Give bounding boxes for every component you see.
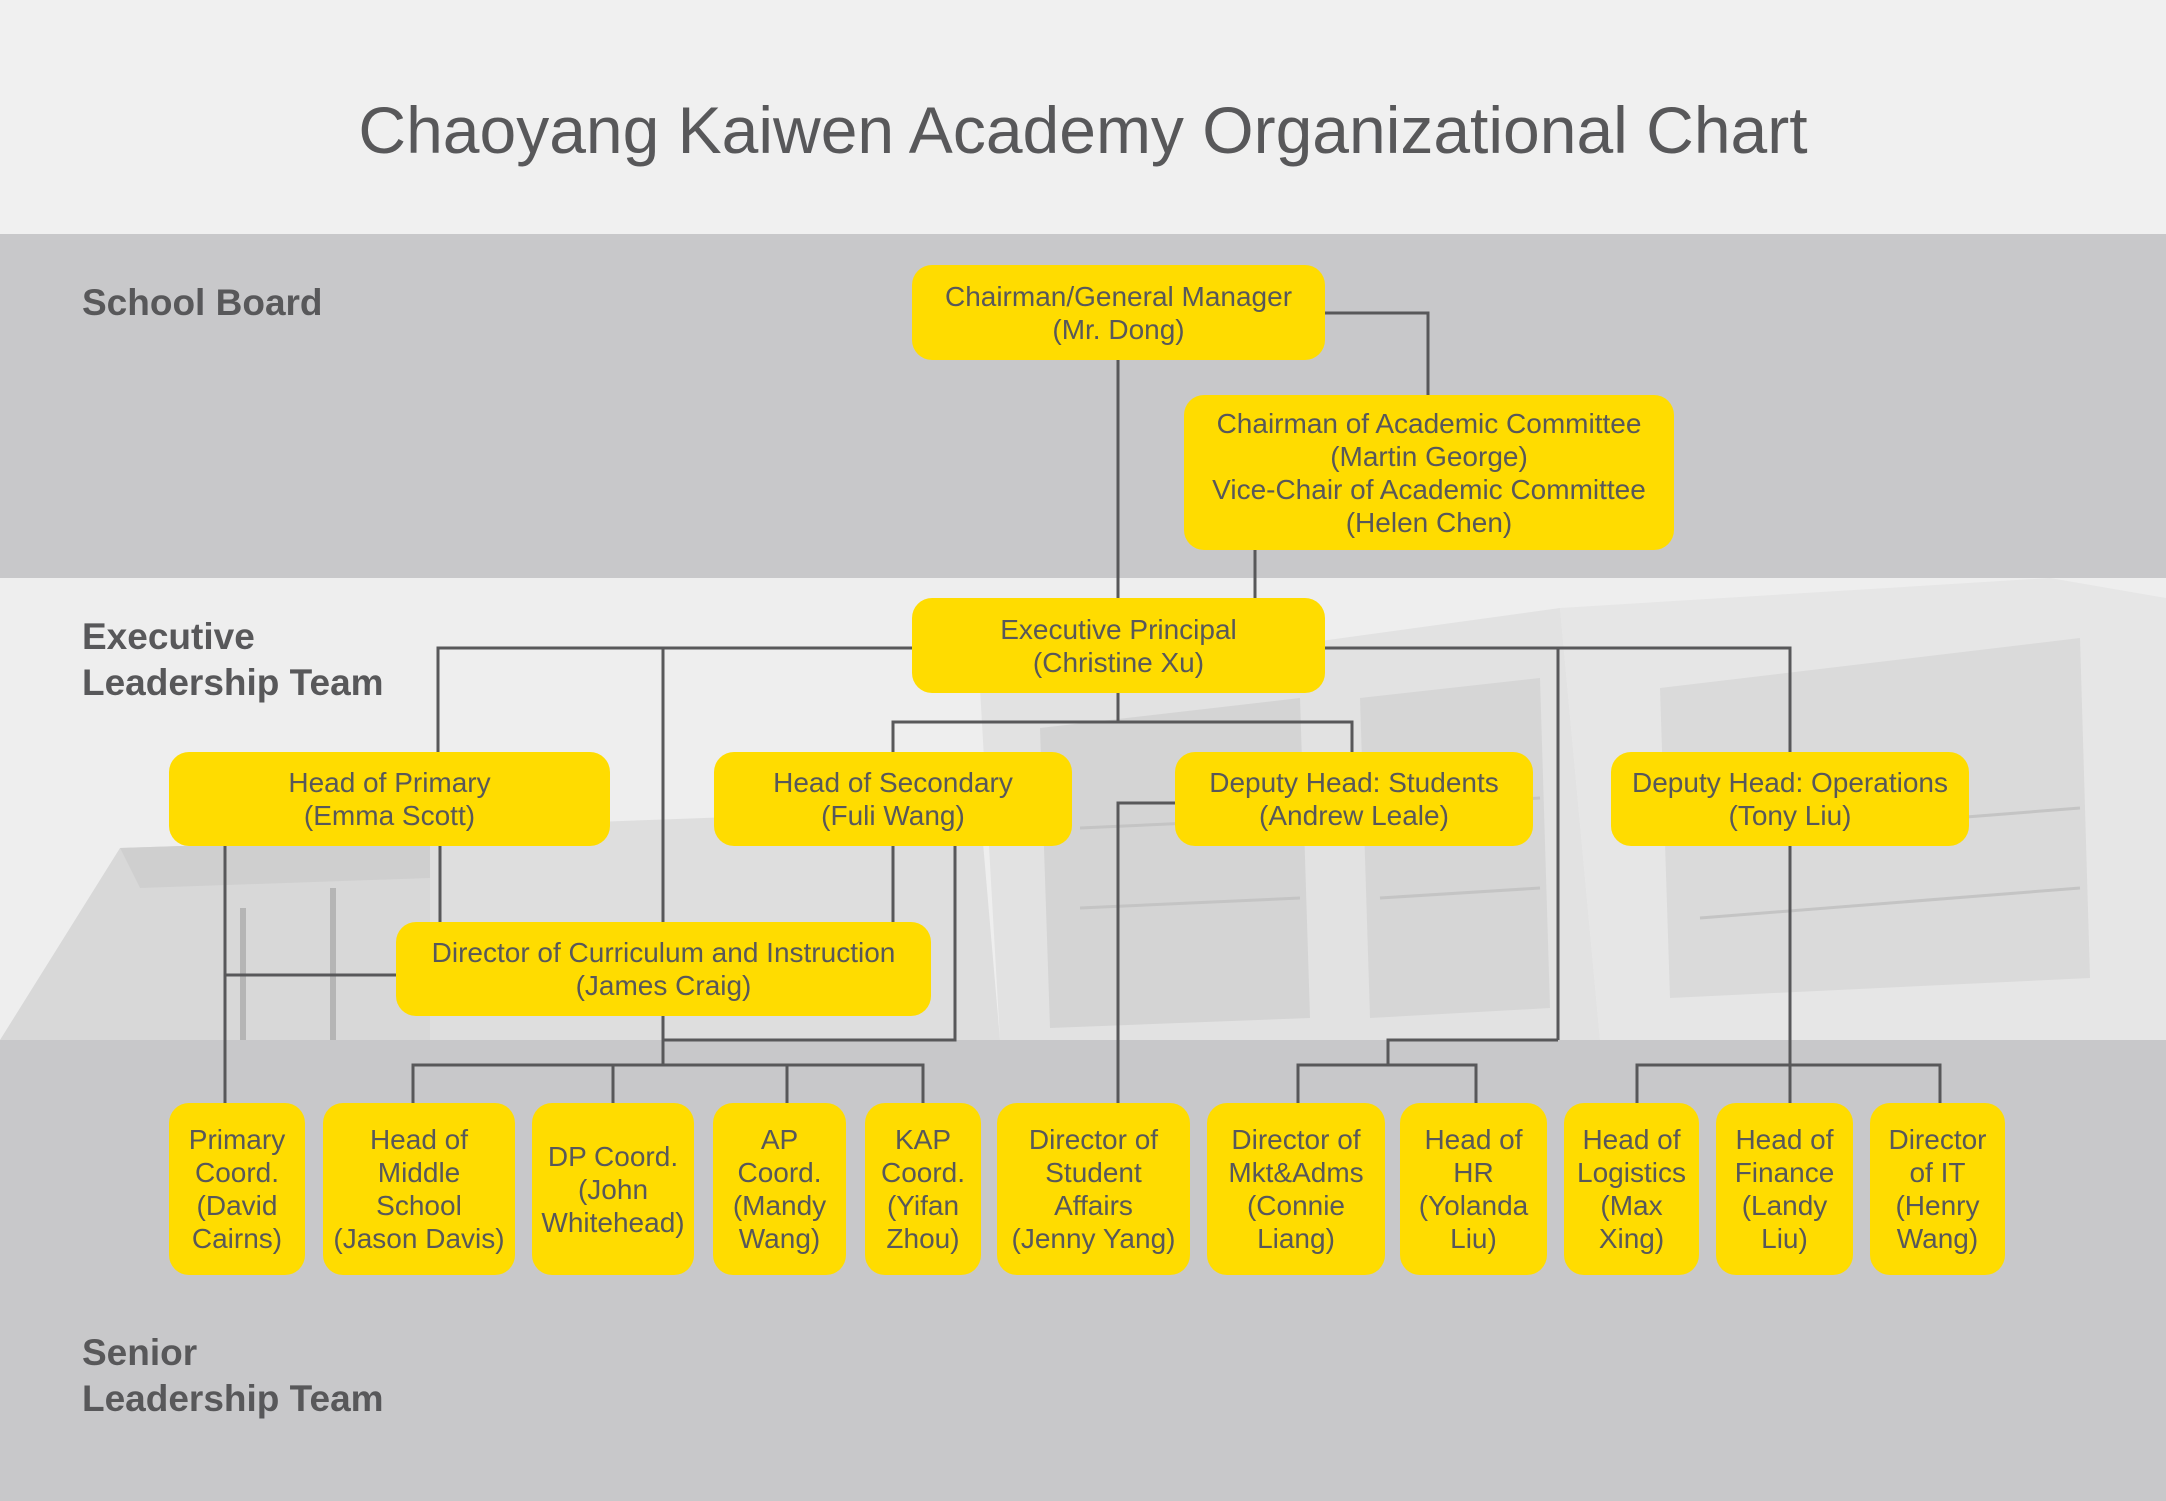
node-dp-coord: DP Coord. (John Whitehead) xyxy=(532,1103,694,1275)
node-head-of-hr: Head of HR (Yolanda Liu) xyxy=(1400,1103,1547,1275)
node-deputy-head-students: Deputy Head: Students (Andrew Leale) xyxy=(1175,752,1533,846)
node-chairman: Chairman/General Manager (Mr. Dong) xyxy=(912,265,1325,360)
section-label-executive: Executive Leadership Team xyxy=(82,616,384,703)
node-kap-coord: KAP Coord. (Yifan Zhou) xyxy=(865,1103,981,1275)
section-label-senior: Senior Leadership Team xyxy=(82,1332,384,1419)
node-head-of-secondary: Head of Secondary (Fuli Wang) xyxy=(714,752,1072,846)
node-executive-principal: Executive Principal (Christine Xu) xyxy=(912,598,1325,693)
node-deputy-head-operations: Deputy Head: Operations (Tony Liu) xyxy=(1611,752,1969,846)
node-director-curriculum: Director of Curriculum and Instruction (… xyxy=(396,922,931,1016)
node-head-of-middle-school: Head of Middle School (Jason Davis) xyxy=(323,1103,515,1275)
node-director-of-it: Director of IT (Henry Wang) xyxy=(1870,1103,2005,1275)
node-head-of-logistics: Head of Logistics (Max Xing) xyxy=(1564,1103,1699,1275)
node-ap-coord: AP Coord. (Mandy Wang) xyxy=(713,1103,846,1275)
node-director-student-affairs: Director of Student Affairs (Jenny Yang) xyxy=(997,1103,1190,1275)
chart-title: Chaoyang Kaiwen Academy Organizational C… xyxy=(358,93,1808,167)
title-band xyxy=(0,0,2166,234)
node-head-of-primary: Head of Primary (Emma Scott) xyxy=(169,752,610,846)
node-head-of-finance: Head of Finance (Landy Liu) xyxy=(1716,1103,1853,1275)
node-director-mkt-adms: Director of Mkt&Adms (Connie Liang) xyxy=(1207,1103,1385,1275)
node-academic-committee: Chairman of Academic Committee (Martin G… xyxy=(1184,395,1674,550)
section-label-school-board: School Board xyxy=(82,282,323,323)
node-primary-coord: Primary Coord. (David Cairns) xyxy=(169,1103,305,1275)
